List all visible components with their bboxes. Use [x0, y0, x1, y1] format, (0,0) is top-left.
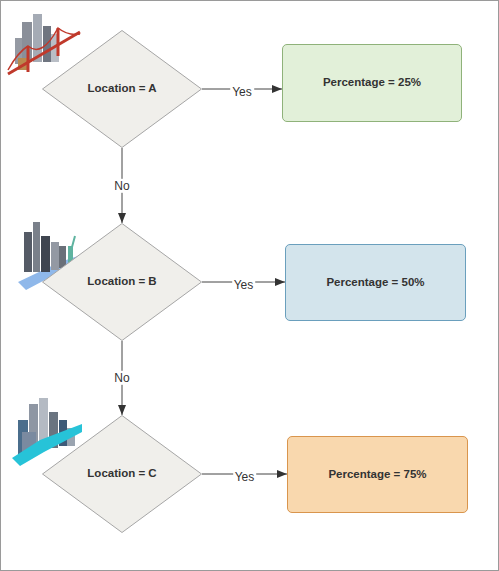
edge-label: Yes	[233, 470, 257, 484]
text-group: Location = C	[42, 415, 202, 533]
city-icon	[8, 14, 80, 74]
edge-label: No	[112, 371, 131, 385]
node-text: Location = B	[87, 275, 156, 289]
bridge-tower	[27, 46, 30, 72]
building	[33, 222, 40, 272]
text-group: Percentage = 50%	[286, 245, 465, 320]
edge-label: Yes	[232, 278, 256, 292]
building	[41, 236, 50, 272]
bridge-tower	[57, 28, 60, 56]
text-group: Location = A	[42, 30, 202, 148]
building	[51, 242, 59, 270]
diamond-shape	[43, 224, 202, 341]
decision-diamond: Location = A	[42, 30, 202, 148]
result-box: Percentage = 25%	[282, 44, 462, 122]
edge-label: Yes	[230, 85, 254, 99]
decision-diamond: Location = B	[42, 223, 202, 341]
node-text: Location = A	[88, 82, 157, 96]
node-text: Location = C	[87, 467, 156, 481]
node-text: Percentage = 50%	[326, 276, 424, 290]
result-box: Percentage = 50%	[285, 244, 466, 321]
result-box: Percentage = 75%	[287, 436, 468, 513]
statue-torch	[72, 236, 75, 247]
building	[59, 246, 66, 268]
text-group: Location = B	[42, 223, 202, 341]
edge-label: No	[112, 178, 131, 192]
node-text: Percentage = 75%	[328, 468, 426, 482]
node-text: Percentage = 25%	[323, 76, 421, 90]
text-group: Percentage = 25%	[283, 45, 461, 121]
building	[24, 232, 32, 272]
text-group: Percentage = 75%	[288, 437, 467, 512]
diamond-shape	[43, 31, 202, 148]
decision-diamond: Location = C	[42, 415, 202, 533]
bridge-cable	[8, 28, 80, 70]
diamond-shape	[43, 416, 202, 533]
